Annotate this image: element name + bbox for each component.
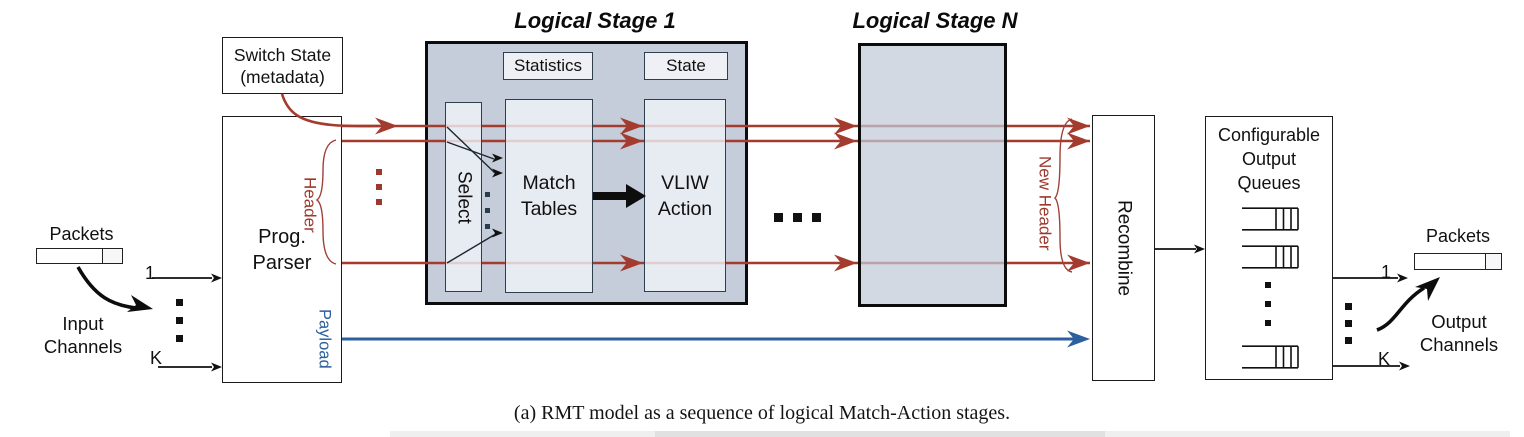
select-crossbar-lines bbox=[446, 126, 496, 264]
input-channels-line1: Input bbox=[62, 313, 104, 334]
header-arrowhead bbox=[620, 117, 643, 135]
metadata-curve-arrow bbox=[280, 93, 381, 128]
switch-state-line2: (metadata) bbox=[240, 66, 325, 87]
switch-state-box: Switch State (metadata) bbox=[222, 37, 343, 94]
parser-line1: Prog. bbox=[258, 225, 306, 248]
new-header-arrowhead bbox=[1067, 132, 1090, 150]
match-tables-box: Match Tables bbox=[505, 99, 593, 293]
queue-icon bbox=[1242, 207, 1299, 231]
stages-ellipsis bbox=[774, 213, 821, 222]
select-arrowhead bbox=[492, 228, 503, 238]
packet-tail-cell bbox=[1485, 254, 1501, 269]
match-action-arrow bbox=[593, 184, 646, 208]
cropped-text-band-dark bbox=[655, 431, 1105, 437]
match-tables-line1: Match bbox=[522, 172, 576, 194]
input-channels-ellipsis bbox=[176, 299, 183, 342]
output-channels-line2: Channels bbox=[1419, 334, 1499, 355]
queues-ellipsis bbox=[1265, 282, 1271, 326]
input-channels-line2: Channels bbox=[43, 336, 123, 357]
statistics-box: Statistics bbox=[503, 52, 593, 80]
select-arrowhead bbox=[492, 168, 503, 178]
output-arrowhead-1 bbox=[1397, 273, 1408, 283]
queue-icon bbox=[1242, 245, 1299, 269]
queues-title-line3: Queues bbox=[1237, 173, 1301, 193]
channel-k-label-left: K bbox=[149, 348, 162, 368]
recombine-label: Recombine bbox=[1113, 199, 1135, 297]
output-channels-line1: Output bbox=[1431, 311, 1487, 332]
queues-title-line2: Output bbox=[1241, 149, 1297, 169]
parser-line2: Parser bbox=[252, 251, 312, 274]
state-label: State bbox=[666, 56, 706, 75]
input-channels-label: Input Channels bbox=[24, 312, 142, 358]
header-arrowhead bbox=[834, 132, 857, 150]
packet-curve-arrowhead-left bbox=[127, 295, 153, 312]
stage1-title: Logical Stage 1 bbox=[514, 8, 676, 33]
packet-curve-arrow-right bbox=[1376, 286, 1425, 332]
input-arrowhead-k bbox=[211, 362, 222, 372]
vliw-action-box: VLIW Action bbox=[644, 99, 726, 292]
packets-label-right: Packets bbox=[1425, 226, 1491, 246]
packet-icon-right bbox=[1414, 253, 1502, 270]
payload-label: Payload bbox=[315, 309, 334, 369]
packet-icon-left bbox=[36, 248, 123, 264]
header-arrowhead bbox=[620, 254, 643, 272]
channel-k-label-right: K bbox=[1377, 349, 1390, 369]
prog-parser-box: Prog. Parser bbox=[222, 116, 342, 383]
packet-curve-arrow-left bbox=[76, 266, 137, 310]
select-ellipsis bbox=[485, 192, 490, 229]
packet-curve-arrowhead-right bbox=[1415, 277, 1440, 301]
output-queues-box: Configurable Output Queues bbox=[1205, 116, 1333, 380]
new-header-arrowhead bbox=[1067, 254, 1090, 272]
queues-title-line1: Configurable bbox=[1217, 125, 1321, 145]
channel-1-label-left: 1 bbox=[144, 263, 155, 283]
header-arrowhead bbox=[834, 254, 857, 272]
stageN-title: Logical Stage N bbox=[852, 8, 1018, 33]
figure-caption: (a) RMT model as a sequence of logical M… bbox=[513, 402, 1011, 424]
vliw-action-line1: VLIW bbox=[661, 171, 709, 194]
output-arrowhead-k bbox=[1399, 361, 1410, 371]
channel-1-label-right: 1 bbox=[1380, 262, 1391, 282]
output-queues-title: Configurable Output Queues bbox=[1206, 123, 1332, 195]
input-arrowhead-1 bbox=[211, 273, 222, 283]
statistics-label: Statistics bbox=[513, 56, 583, 75]
header-arrowhead bbox=[834, 117, 857, 135]
packet-tail-cell bbox=[102, 249, 122, 263]
new-header-brace bbox=[1054, 118, 1073, 273]
vliw-action-line2: Action bbox=[657, 197, 713, 220]
recombine-box: Recombine bbox=[1092, 115, 1155, 381]
output-channels-ellipsis bbox=[1345, 303, 1352, 344]
queue-icon bbox=[1242, 345, 1299, 369]
select-arrowhead bbox=[492, 153, 503, 163]
header-brace bbox=[315, 139, 337, 265]
header-label: Header bbox=[300, 177, 320, 233]
header-lines-ellipsis bbox=[376, 169, 382, 205]
header-arrowhead bbox=[620, 132, 643, 150]
select-label: Select bbox=[453, 170, 475, 224]
logical-stageN-panel bbox=[858, 43, 1007, 307]
packets-label-left: Packets bbox=[49, 224, 114, 244]
match-tables-line2: Tables bbox=[520, 198, 578, 220]
new-header-label: New Header bbox=[1035, 155, 1055, 251]
state-box: State bbox=[644, 52, 728, 80]
payload-arrowhead bbox=[1067, 330, 1090, 348]
output-channels-label: Output Channels bbox=[1404, 310, 1514, 356]
switch-state-line1: Switch State bbox=[233, 44, 332, 65]
